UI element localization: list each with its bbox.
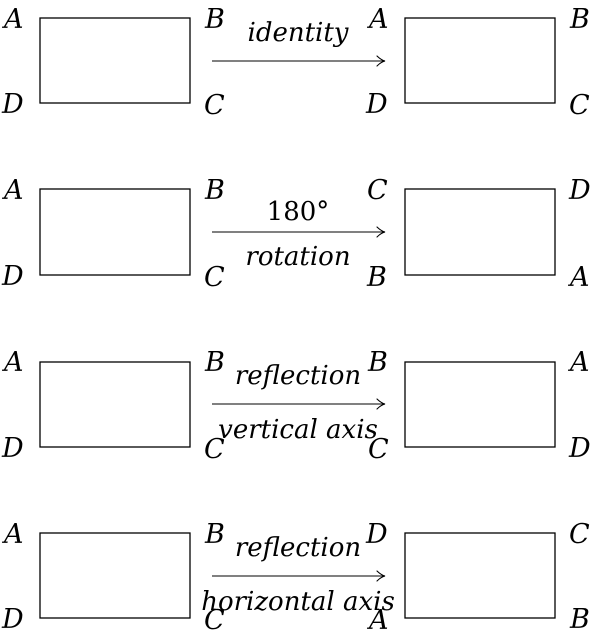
right-bottom-left-vertex: D — [365, 89, 388, 120]
left-bottom-left-vertex: D — [1, 604, 24, 632]
left-top-right-vertex: B — [204, 4, 225, 35]
arrow-head-icon — [376, 398, 386, 410]
arrow-label-below: rotation — [245, 242, 350, 272]
right-top-right-vertex: A — [567, 347, 590, 378]
arrow-head-icon — [376, 570, 386, 582]
right-top-left-vertex: D — [365, 519, 388, 550]
left-rectangle — [39, 17, 191, 104]
left-rectangle — [39, 361, 191, 448]
arrow-label-above: reflection — [235, 361, 361, 391]
right-top-right-vertex: B — [569, 4, 590, 35]
right-bottom-right-vertex: A — [567, 262, 590, 293]
arrow-label-above: reflection — [235, 533, 361, 563]
left-bottom-right-vertex: C — [204, 90, 225, 121]
left-bottom-right-vertex: C — [204, 605, 225, 632]
right-bottom-left-vertex: B — [366, 262, 387, 293]
arrow-head-icon — [376, 55, 386, 67]
right-top-right-vertex: C — [569, 519, 590, 550]
right-rectangle — [404, 188, 556, 276]
left-bottom-left-vertex: D — [1, 261, 24, 292]
right-rectangle — [404, 532, 556, 619]
right-top-left-vertex: A — [366, 4, 389, 35]
right-bottom-left-vertex: A — [366, 605, 389, 632]
left-bottom-left-vertex: D — [1, 433, 24, 464]
arrow-label-below: vertical axis — [218, 415, 378, 445]
arrow-label-below: horizontal axis — [201, 587, 395, 617]
right-bottom-right-vertex: D — [568, 433, 591, 464]
right-top-left-vertex: B — [367, 347, 388, 378]
left-bottom-right-vertex: C — [204, 262, 225, 293]
right-bottom-right-vertex: C — [569, 90, 590, 121]
left-bottom-right-vertex: C — [204, 434, 225, 465]
left-top-left-vertex: A — [1, 4, 24, 35]
left-top-right-vertex: B — [204, 519, 225, 550]
row-reflection-vertical: A B D C reflection vertical axis B A C D — [1, 347, 591, 465]
left-top-right-vertex: B — [204, 347, 225, 378]
right-rectangle — [404, 17, 556, 104]
left-rectangle — [39, 532, 191, 619]
left-top-left-vertex: A — [1, 347, 24, 378]
right-top-left-vertex: C — [367, 175, 388, 206]
right-bottom-left-vertex: C — [368, 434, 389, 465]
row-rotation: A B D C 180° rotation C D B A — [1, 175, 591, 293]
right-bottom-right-vertex: B — [569, 604, 590, 632]
left-top-left-vertex: A — [1, 175, 24, 206]
right-rectangle — [404, 361, 556, 448]
left-rectangle — [39, 188, 191, 276]
arrow-label-above: identity — [248, 18, 349, 48]
left-top-left-vertex: A — [1, 519, 24, 550]
row-reflection-horizontal: A B D C reflection horizontal axis D C A… — [1, 519, 590, 632]
row-identity: A B D C identity A B D C — [1, 4, 590, 121]
left-top-right-vertex: B — [204, 175, 225, 206]
arrow-label-above: 180° — [267, 197, 330, 227]
left-bottom-left-vertex: D — [1, 89, 24, 120]
right-top-right-vertex: D — [568, 175, 591, 206]
arrow-head-icon — [376, 226, 386, 238]
